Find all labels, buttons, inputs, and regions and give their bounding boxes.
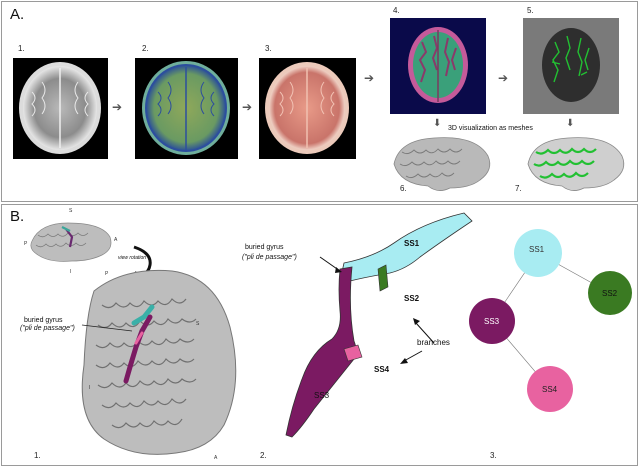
mri-slice-skull-stripped [259, 58, 356, 159]
graph-node-ss3 [469, 298, 515, 344]
orient-p-large: P [105, 271, 109, 277]
buried-gyrus-label-1: buried gyrus [24, 317, 63, 324]
large-brain-3d [81, 269, 237, 455]
brain-mesh-3d [393, 137, 491, 191]
segment-ss3-label: SS3 [314, 391, 330, 400]
graph-node-ss4 [527, 366, 573, 412]
svg-text:⬇: ⬇ [433, 118, 441, 129]
mri-slice-raw [13, 58, 108, 159]
segment-ss2-label: SS2 [404, 294, 420, 303]
graph-node-ss1-label: SS1 [529, 245, 545, 254]
panel-b: B. [1, 204, 638, 466]
panel-b-sublabel-1: 1. [34, 451, 41, 460]
step-5-label: 5. [527, 6, 534, 15]
brain-mesh-sulci-3d [527, 137, 625, 191]
svg-text:➔: ➔ [364, 71, 374, 85]
svg-text:⬇: ⬇ [566, 118, 574, 129]
orient-a-small: A [114, 237, 118, 243]
segment-ss1-label: SS1 [404, 239, 420, 248]
panel-b-label: B. [10, 208, 25, 225]
svg-text:➔: ➔ [112, 100, 122, 114]
panel-b-sublabel-3: 3. [490, 451, 497, 460]
graph-node-ss3-label: SS3 [484, 317, 500, 326]
graph-node-ss2-label: SS2 [602, 289, 618, 298]
3d-visualization-caption: 3D visualization as meshes [448, 125, 533, 132]
svg-text:➔: ➔ [498, 71, 508, 85]
view-rotation-label: view rotation [118, 255, 147, 261]
step-1-label: 1. [18, 44, 25, 53]
step-4-label: 4. [393, 6, 400, 15]
pli-de-passage-label-1: ("pli de passage") [20, 325, 75, 332]
panel-a-label: A. [10, 6, 25, 23]
orient-a-large: A [214, 455, 218, 461]
step-2-label: 2. [142, 44, 149, 53]
branches-arrow-down [403, 350, 423, 362]
buried-gyrus-pointer-1 [81, 324, 133, 332]
step-7-label: 7. [515, 184, 522, 193]
graph-node-ss1 [514, 229, 562, 277]
step-3-label: 3. [265, 44, 272, 53]
orient-s-small: S [69, 208, 73, 214]
graph-node-ss2 [588, 271, 632, 315]
orient-p-small: P [24, 241, 28, 247]
step-6-label: 6. [400, 184, 407, 193]
orient-i-small: I [70, 269, 72, 275]
sulci-skeleton-map [523, 18, 619, 114]
small-brain-view [30, 222, 112, 262]
orient-i-large: I [89, 385, 91, 391]
panel-a-graphics: ➔ ➔ ➔ ➔ [13, 18, 625, 191]
mri-slice-segmentation [135, 58, 238, 159]
panel-a: A. ➔ [1, 1, 638, 202]
buried-gyrus-label-2: buried gyrus [245, 244, 284, 251]
graph-node-ss4-label: SS4 [542, 385, 558, 394]
svg-text:➔: ➔ [242, 100, 252, 114]
orient-s-large: S [196, 321, 200, 327]
panel-b-sublabel-2: 2. [260, 451, 267, 460]
sulcus-segments-diagram [285, 212, 473, 438]
branches-label: branches [417, 338, 450, 347]
pli-de-passage-label-2: ("pli de passage") [242, 254, 297, 261]
sulci-segmentation-map [390, 18, 486, 114]
segment-ss4-label: SS4 [374, 365, 390, 374]
panel-b-graphics [30, 212, 632, 455]
sulci-graph [469, 229, 632, 412]
branches-arrow-up [415, 322, 435, 344]
